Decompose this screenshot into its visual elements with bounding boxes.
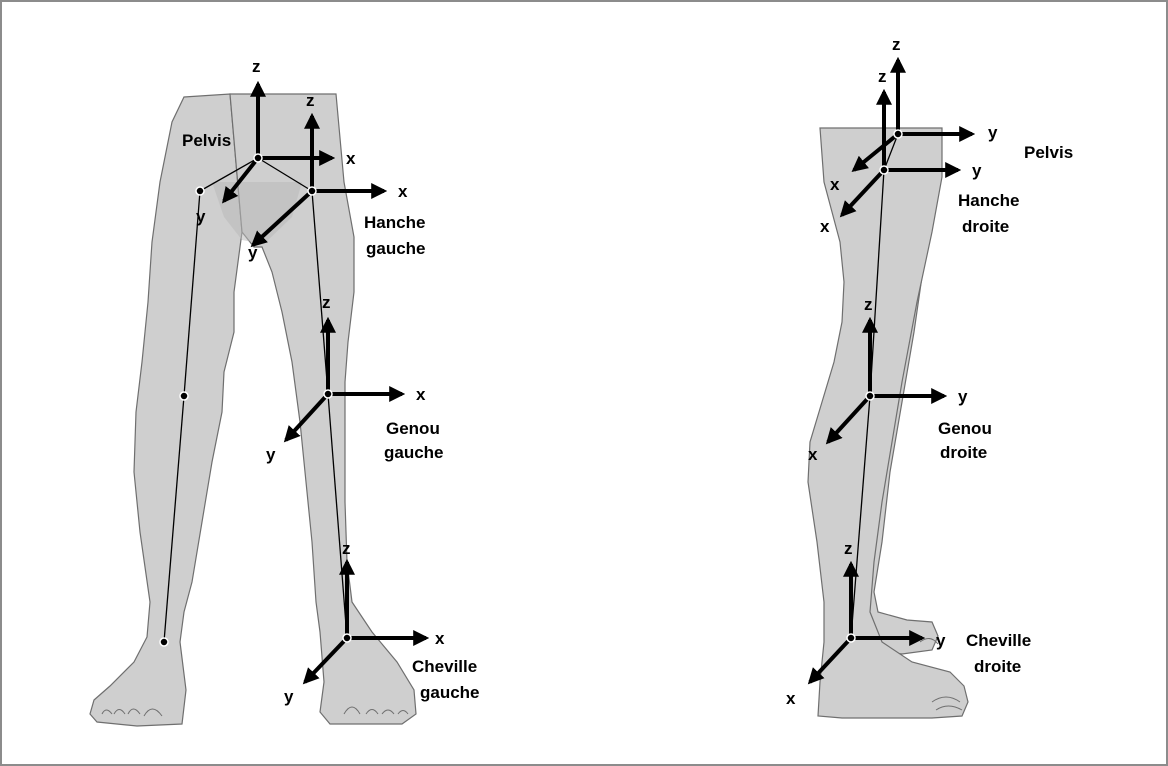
front-pelvis-z-label: z — [252, 57, 261, 76]
front-hip-y-label: y — [248, 243, 258, 262]
front-knee-y-label: y — [266, 445, 276, 464]
side-knee-z-label: z — [864, 295, 873, 314]
side-ankle-label-line2: droite — [974, 657, 1021, 676]
side-pelvis-label: Pelvis — [1024, 143, 1073, 162]
side-knee-x-label: x — [808, 445, 818, 464]
front-knee-x-label: x — [416, 385, 426, 404]
side-hip-label-line1: Hanche — [958, 191, 1019, 210]
side-hip-label-line2: droite — [962, 217, 1009, 236]
front-ankle-label-line1: Cheville — [412, 657, 477, 676]
front-hip-z-label: z — [306, 91, 315, 110]
front-knee-label-line1: Genou — [386, 419, 440, 438]
side-knee-label-line1: Genou — [938, 419, 992, 438]
front-ankle-y-label: y — [284, 687, 294, 706]
front-hip-x-label: x — [398, 182, 408, 201]
side-pelvis-x-label: x — [830, 175, 840, 194]
front-knee-z-label: z — [322, 293, 331, 312]
side-hip-y-label: y — [972, 161, 982, 180]
front-pelvis-label: Pelvis — [182, 131, 231, 150]
front-pelvis-x-label: x — [346, 149, 356, 168]
side-ankle-z-label: z — [844, 539, 853, 558]
side-knee-y-label: y — [958, 387, 968, 406]
front-ankle-z-label: z — [342, 539, 351, 558]
front-knee-label-line2: gauche — [384, 443, 444, 462]
front-hip-label-line2: gauche — [366, 239, 426, 258]
side-knee-label-line2: droite — [940, 443, 987, 462]
side-pelvis-z-label: z — [892, 35, 901, 54]
side-pelvis-y-label: y — [988, 123, 998, 142]
front-ankle-x-label: x — [435, 629, 445, 648]
side-ankle-y-label: y — [936, 631, 946, 650]
side-ankle-x-label: x — [786, 689, 796, 708]
front-hip-label-line1: Hanche — [364, 213, 425, 232]
front-right-hip-y-label: y — [196, 207, 206, 226]
side-hip-x-label: x — [820, 217, 830, 236]
front-legs-illustration — [90, 94, 416, 726]
side-ankle-label-line1: Cheville — [966, 631, 1031, 650]
side-hip-z-label: z — [878, 67, 887, 86]
front-ankle-label-line2: gauche — [420, 683, 480, 702]
